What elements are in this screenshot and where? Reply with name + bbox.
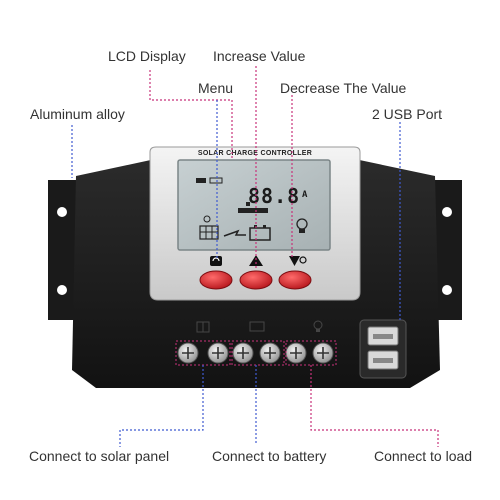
lcd-arrow-icon — [223, 229, 246, 237]
terminal-load-icon — [313, 320, 323, 332]
usb-port-lower[interactable] — [367, 350, 399, 370]
usb-port-upper[interactable] — [367, 326, 399, 346]
callout-menu: Menu — [198, 80, 234, 96]
menu-button[interactable] — [199, 270, 233, 290]
callout-usb-port: 2 USB Port — [372, 106, 443, 122]
mounting-flange-right — [432, 180, 462, 320]
mounting-flange-left — [48, 180, 78, 320]
lcd-load-bulb-icon — [296, 218, 308, 233]
lcd-reading: 88.8 — [248, 184, 301, 208]
callout-aluminum-alloy: Aluminum alloy — [30, 106, 125, 122]
down-triangle-bulb-icon — [289, 256, 307, 266]
lcd-unit: A — [302, 190, 308, 200]
terminal-solar-icon — [196, 321, 210, 333]
callout-increase-value: Increase Value — [213, 48, 306, 64]
callout-lcd-display: LCD Display — [108, 48, 186, 64]
callout-load: Connect to load — [374, 448, 473, 464]
callout-solar-panel: Connect to solar panel — [29, 448, 170, 464]
panel-title: SOLAR CHARGE CONTROLLER — [197, 150, 313, 157]
lcd-status-icons — [196, 177, 268, 213]
callout-battery: Connect to battery — [212, 448, 327, 464]
lcd-solar-panel-icon — [199, 215, 219, 240]
increase-value-button[interactable] — [239, 270, 273, 290]
terminal-battery-icon — [249, 321, 265, 332]
callout-decrease-value: Decrease The Value — [280, 80, 407, 96]
decrease-value-button[interactable] — [278, 270, 312, 290]
menu-cycle-icon — [210, 256, 222, 266]
